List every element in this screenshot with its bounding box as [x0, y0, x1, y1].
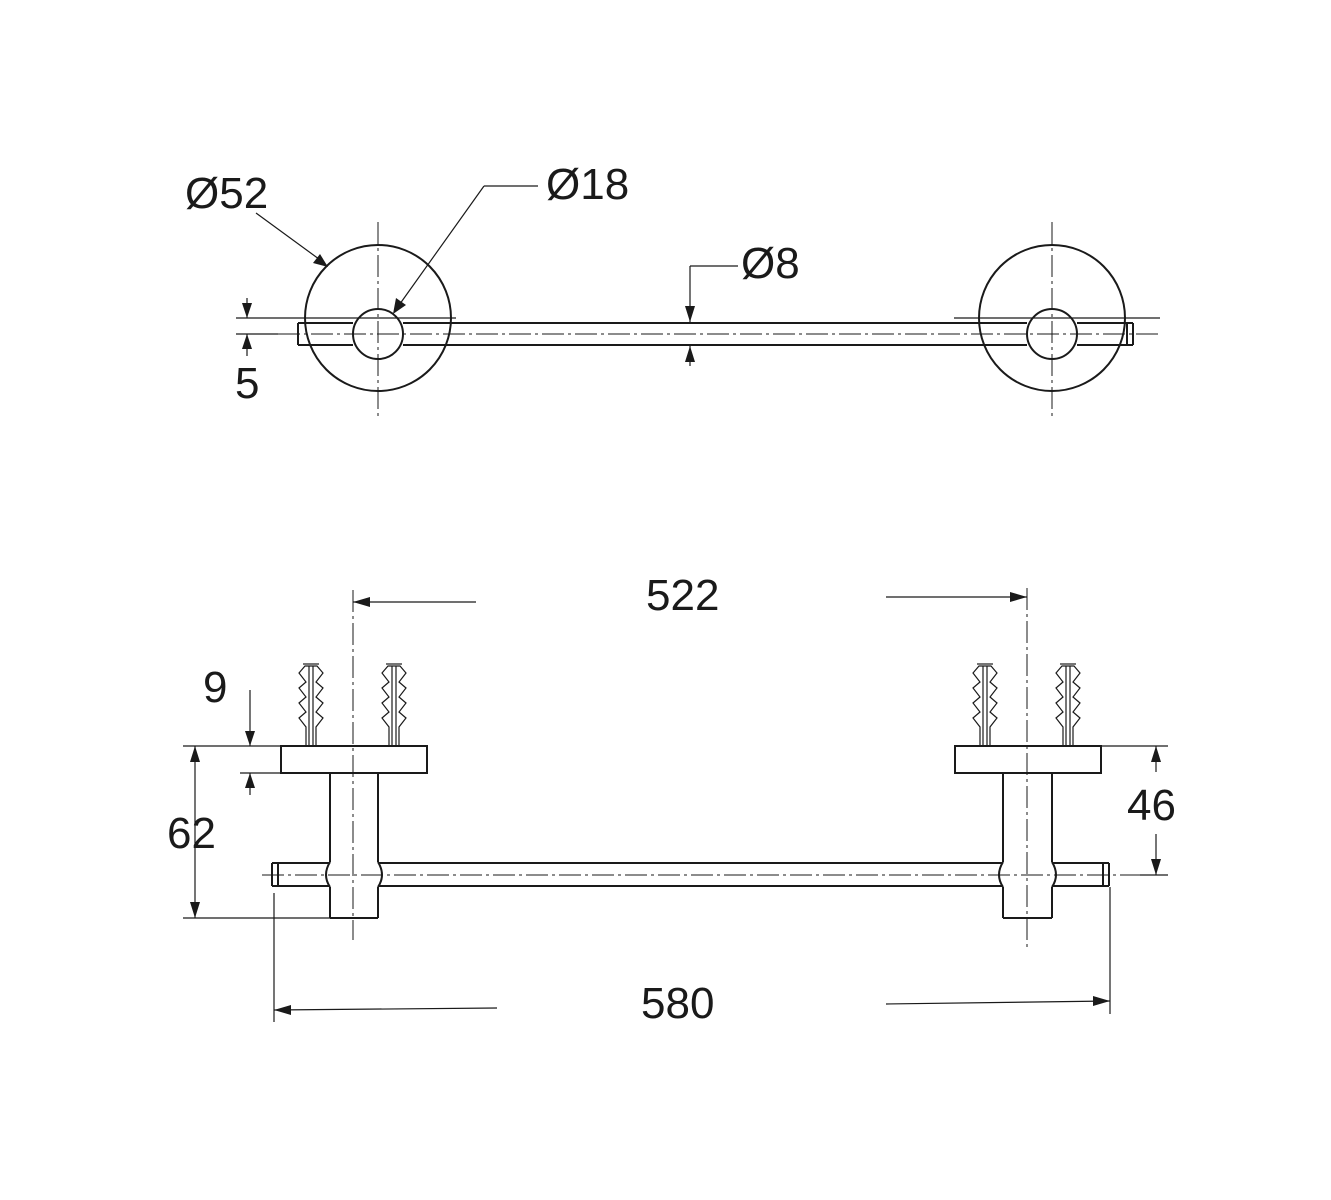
anchor-depth-label: 9 [203, 663, 227, 712]
wall-anchor [381, 663, 407, 746]
leader-bore-diameter: Ø18 [393, 160, 629, 314]
right-bracket [954, 745, 1102, 919]
leader-rod-diameter: Ø8 [685, 239, 800, 366]
dim-overall-length: 580 [273, 887, 1111, 1028]
front-view: 522 580 9 62 [167, 571, 1176, 1028]
dim-center-distance: 522 [353, 571, 1027, 620]
total-depth-label: 62 [167, 809, 216, 858]
dim-rosette-offset: 5 [235, 298, 300, 408]
dim-total-depth: 62 [167, 746, 330, 919]
left-bracket [280, 745, 428, 919]
wall-anchor [1055, 663, 1081, 746]
top-view: Ø52 Ø18 Ø8 5 [185, 160, 1160, 420]
dim-anchor-depth: 9 [183, 663, 281, 795]
wall-anchor [972, 663, 998, 746]
rod-diameter-label: Ø8 [741, 239, 800, 288]
center-distance-label: 522 [646, 571, 719, 620]
rosette-offset-label: 5 [235, 359, 259, 408]
rosette-diameter-label: Ø52 [185, 169, 268, 218]
overall-length-label: 580 [641, 979, 714, 1028]
leader-rosette-diameter: Ø52 [185, 169, 328, 267]
top-rod [297, 322, 1134, 346]
wall-anchor [298, 663, 324, 746]
dim-rod-axis-depth: 46 [1101, 745, 1176, 876]
rod-axis-depth-label: 46 [1127, 781, 1176, 830]
bore-diameter-label: Ø18 [546, 160, 629, 209]
